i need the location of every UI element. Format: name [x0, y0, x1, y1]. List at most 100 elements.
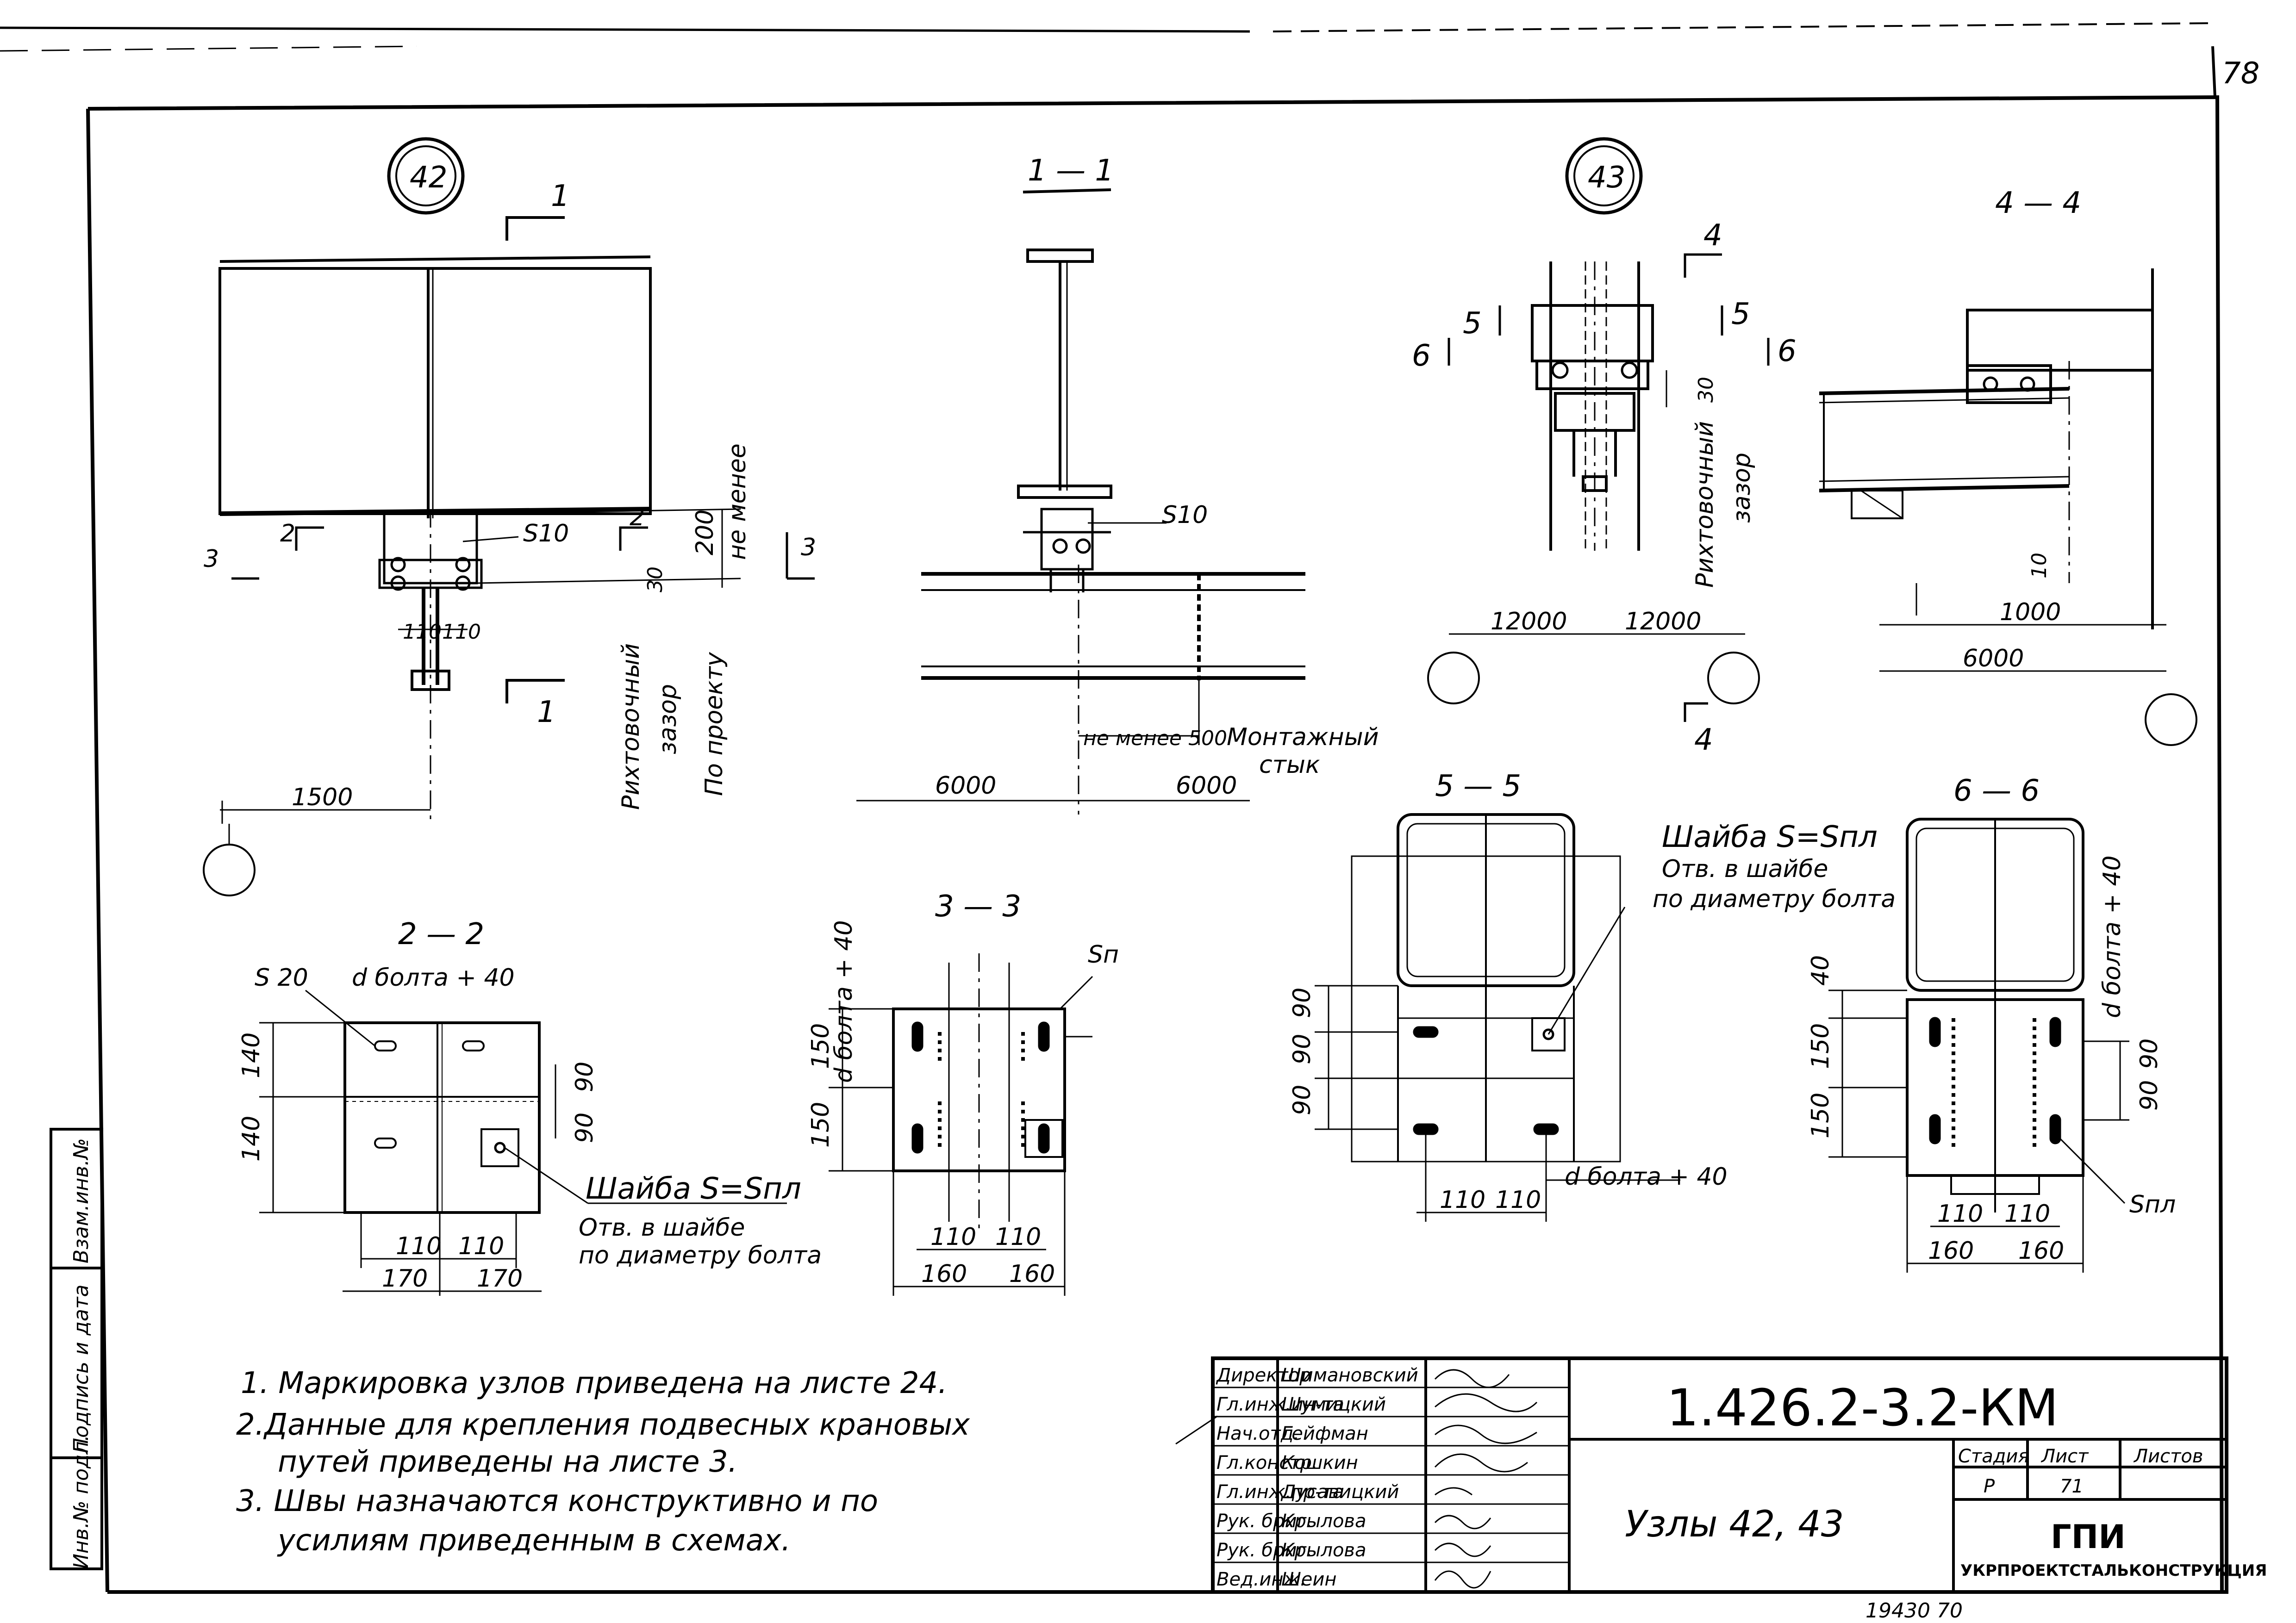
sheet-frame: [87, 95, 2224, 1592]
note-2: 2.Данные для крепления подвесных крановы…: [236, 1408, 970, 1442]
section-6-6-title: 6 — 6: [1953, 774, 2040, 808]
section-5-5-title: 5 — 5: [1435, 769, 1521, 803]
cut-3-label-left: 3: [204, 545, 219, 573]
dim-90-66b: 90: [2135, 1080, 2163, 1111]
view-section-4-4: [1819, 268, 2197, 746]
dim-110-22b: 110: [458, 1232, 504, 1260]
plate-33: Sп: [1088, 941, 1119, 969]
view-node-43: [1427, 137, 1770, 722]
side-stamp-replace: Взам.инв.№: [69, 1138, 93, 1263]
dim-140-a: 140: [237, 1032, 265, 1078]
dim-150-33a: 150: [807, 1023, 835, 1069]
section-4-4-title: 4 — 4: [1995, 186, 2081, 220]
side-stamp: [50, 1128, 103, 1570]
dim-90-55c: 90: [1288, 1085, 1316, 1115]
tb-sheets-label: Листов: [2133, 1446, 2203, 1467]
note-3: 3. Швы назначаются конструктивно и по: [236, 1484, 878, 1518]
node-marker-42: [387, 137, 465, 215]
axis-bubble: [1427, 652, 1480, 704]
dim-160-33b: 160: [1009, 1260, 1055, 1288]
node-marker-43: [1565, 137, 1643, 215]
side-stamp-sign: Подпись и дата: [69, 1285, 93, 1453]
note-2-cont: путей приведены на листе 3.: [278, 1445, 737, 1479]
washer-22-2: Отв. в шайбе: [579, 1214, 745, 1242]
cut-1-label: 1: [551, 179, 570, 213]
hole-22: d болта + 40: [352, 964, 515, 992]
hole-55: d болта + 40: [1565, 1163, 1728, 1191]
gap-43-2: зазор: [1728, 453, 1756, 523]
gap-43-1: Рихтовочный: [1691, 421, 1719, 588]
dim-12000-b: 12000: [1625, 608, 1701, 635]
thk-s20: S 20: [255, 964, 308, 992]
note-1: 1. Маркировка узлов приведена на листе 2…: [241, 1366, 948, 1400]
cut-6-label-l: 6: [1412, 339, 1431, 373]
tb-role-4: Гл.констр.: [1217, 1452, 1318, 1474]
washer-55-2: Отв. в шайбе: [1662, 855, 1828, 883]
washer-22-1: Шайба S=Sпл: [586, 1172, 801, 1206]
dim-110-55a: 110: [1440, 1186, 1485, 1214]
tb-role-7: Рук. бриг.: [1217, 1540, 1312, 1561]
dim-40-66: 40: [1807, 955, 1834, 986]
joint-label-2: стык: [1259, 751, 1320, 779]
washer-55-1: Шайба S=Sпл: [1662, 820, 1878, 854]
dim-90-55b: 90: [1288, 1034, 1316, 1064]
dim-90-55a: 90: [1288, 988, 1316, 1018]
tb-name-1: Шимановский: [1281, 1365, 1418, 1386]
dim-1000: 1000: [2000, 598, 2061, 626]
washer-22-3: по диаметру болта: [579, 1242, 822, 1269]
gap-label-42-2: зазор: [654, 684, 682, 754]
dim-note-42: не менее: [724, 443, 751, 560]
tb-name-2: Шумицкий: [1281, 1394, 1386, 1415]
bottom-stamp: 19430 70: [1866, 1599, 1963, 1623]
side-stamp-inv: Инв.№ подл.: [69, 1435, 93, 1569]
dim-150-66b: 150: [1807, 1093, 1834, 1138]
dim-160-66b: 160: [2018, 1237, 2064, 1265]
view-section-1-1: [856, 188, 1305, 815]
dim-160-33a: 160: [921, 1260, 967, 1288]
view-section-3-3: [829, 953, 1093, 1296]
dim-6000-44: 6000: [1963, 645, 2024, 672]
cut-1-label-bottom: 1: [537, 695, 556, 729]
view-node-42: [203, 137, 815, 896]
tb-name-4: Кошкин: [1281, 1452, 1358, 1474]
tb-name-5: Дусавицкий: [1280, 1481, 1399, 1503]
dim-170-a: 170: [382, 1265, 428, 1293]
min-500-note: не менее 500: [1083, 727, 1227, 750]
plate-66: Sпл: [2129, 1191, 2176, 1219]
notes: 1. Маркировка узлов приведена на листе 2…: [236, 1366, 970, 1558]
tb-role-6: Рук. бриг.: [1217, 1511, 1312, 1532]
cut-5-label-l: 5: [1463, 306, 1482, 341]
cut-2-label-right: 2: [630, 504, 645, 531]
dim-6000-11a: 6000: [935, 772, 996, 800]
dim-12000-a: 12000: [1491, 608, 1567, 635]
dim-110-66b: 110: [2004, 1200, 2050, 1228]
note-3-cont: усилиям приведенным в схемах.: [277, 1524, 791, 1558]
tb-name-6: Крылова: [1281, 1511, 1366, 1532]
tb-sheet-value: 71: [2060, 1476, 2084, 1497]
tb-name-7: Крылова: [1281, 1540, 1366, 1561]
org-full: УКРПРОЕКТСТАЛЬКОНСТРУКЦИЯ: [1960, 1561, 2267, 1580]
section-2-2-title: 2 — 2: [398, 917, 484, 951]
dim-10: 10: [2028, 553, 2051, 578]
cut-2-label-left: 2: [280, 520, 295, 547]
washer-55-3: по диаметру болта: [1653, 885, 1896, 913]
node-42-label: 42: [410, 161, 447, 195]
org-short: ГПИ: [2051, 1518, 2126, 1556]
tb-role-3: Нач.отд.: [1217, 1423, 1299, 1444]
section-3-3-title: 3 — 3: [935, 889, 1021, 924]
dim-200-42: 200: [691, 510, 719, 555]
view-section-5-5: [1315, 813, 1680, 1222]
dim-90-66a: 90: [2135, 1038, 2163, 1069]
title-block: [1175, 1356, 2228, 1594]
tb-name-8: Шеин: [1281, 1569, 1337, 1590]
axis-bubble: [203, 844, 256, 896]
weld-s10-42: S10: [523, 520, 569, 547]
tb-role-5: Гл.инж.пр-та: [1217, 1481, 1344, 1503]
dim-1500: 1500: [292, 784, 353, 811]
dim-150-33b: 150: [807, 1102, 835, 1148]
tb-name-3: Гейфман: [1281, 1423, 1368, 1444]
dim-150-66a: 150: [1807, 1023, 1834, 1069]
dim-110-22a: 110: [396, 1232, 442, 1260]
dim-30-43: 30: [1694, 377, 1718, 403]
